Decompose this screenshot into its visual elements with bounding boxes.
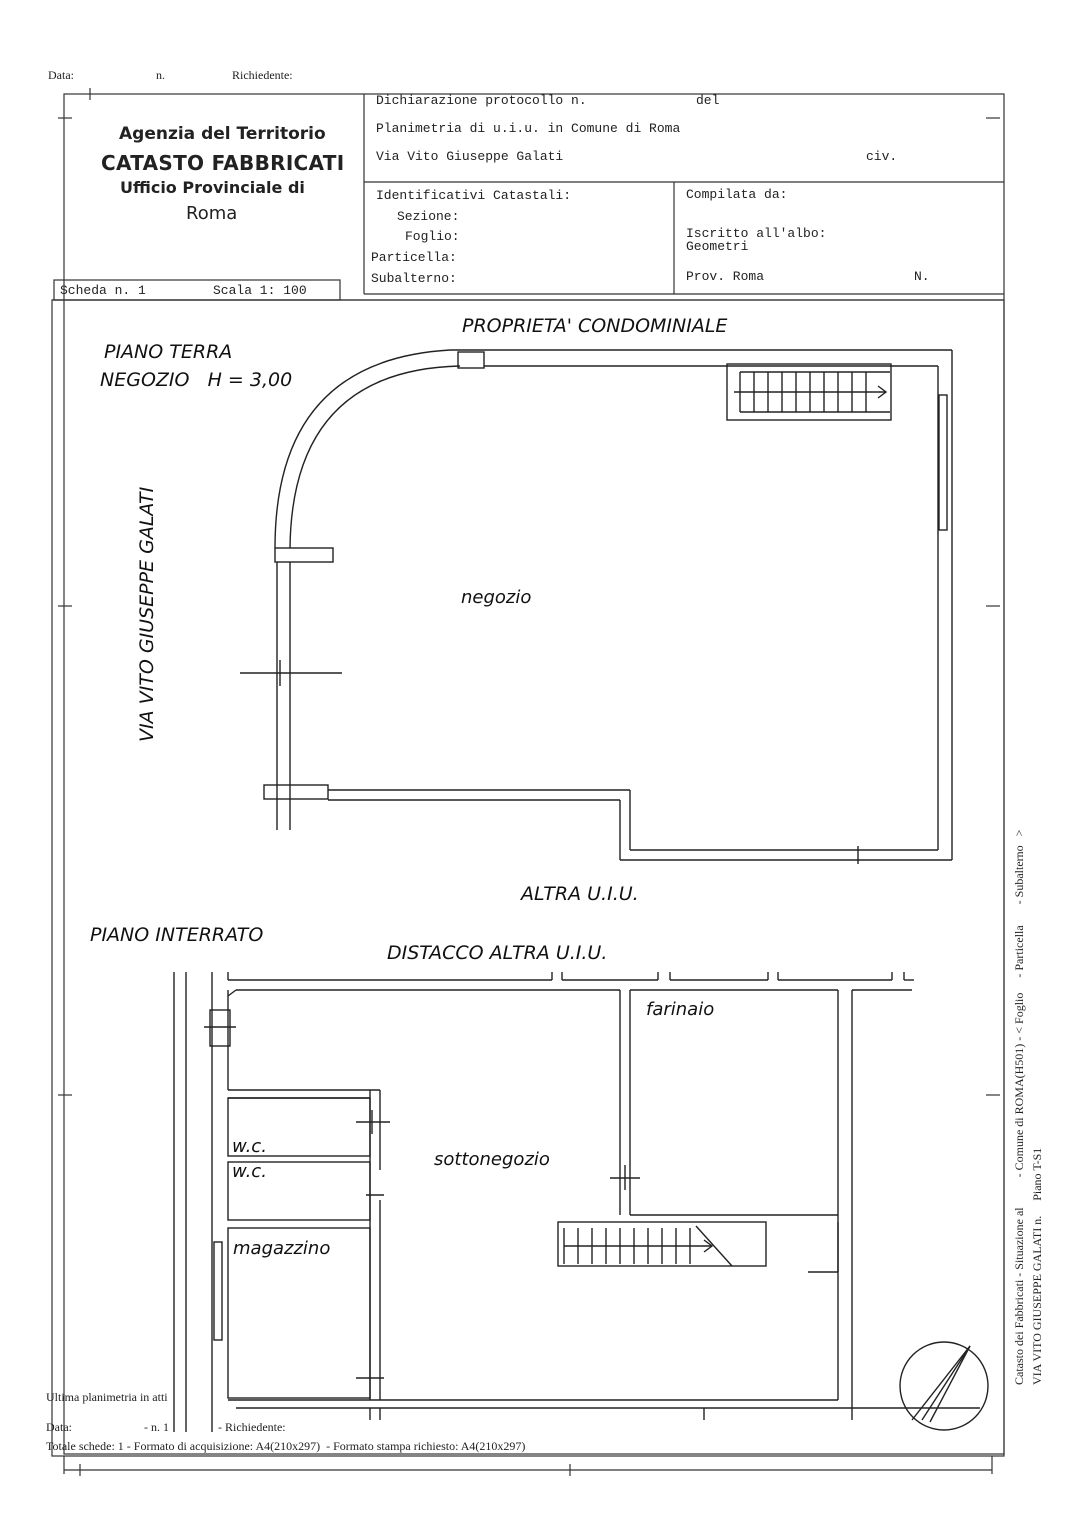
label-farinaio: farinaio (646, 999, 715, 1020)
footer-data: Data: (46, 1420, 72, 1434)
footer-n: - n. 1 (144, 1420, 169, 1434)
header-iscritto: Iscritto all'albo: (686, 226, 827, 241)
label-magazzino: magazzino (233, 1238, 331, 1259)
footer-totale-schede: Totale schede: 1 - Formato di acquisizio… (46, 1439, 526, 1453)
side-text-address: VIA VITO GIUSEPPE GALATI n. Piano T-S1 (1030, 1147, 1044, 1385)
scheda-number: Scheda n. 1 (60, 283, 146, 298)
label-wc-2: w.c. (232, 1161, 267, 1182)
label-street-name: VIA VITO GIUSEPPE GALATI (136, 486, 158, 742)
label-altra-uiu: ALTRA U.I.U. (521, 883, 639, 905)
header-foglio: Foglio: (405, 229, 460, 244)
agency-city: Roma (186, 203, 238, 224)
label-negozio: negozio (461, 587, 532, 608)
header-sezione: Sezione: (397, 209, 460, 224)
top-data-label: Data: (48, 68, 74, 82)
agency-name: Agenzia del Territorio (119, 124, 326, 144)
header-identificativi: Identificativi Catastali: (376, 188, 572, 203)
header-compilata: Compilata da: (686, 187, 788, 202)
header-subalterno: Subalterno: (371, 271, 457, 286)
label-sottonegozio: sottonegozio (434, 1149, 550, 1170)
header-particella: Particella: (371, 250, 457, 265)
label-wc-1: w.c. (232, 1136, 267, 1157)
label-piano-terra: PIANO TERRA (104, 341, 233, 363)
scheda-scale: Scala 1: 100 (213, 283, 307, 298)
footer-richiedente: - Richiedente: (218, 1420, 286, 1434)
footer-ultima-planimetria: Ultima planimetria in atti (46, 1390, 168, 1404)
agency-office: Ufficio Provinciale di (120, 178, 305, 197)
side-text-catasto: Catasto dei Fabbricati - Situazione al -… (1012, 829, 1026, 1385)
label-negozio-height: NEGOZIO H = 3,00 (100, 369, 293, 391)
header-prov: Prov. Roma (686, 269, 765, 284)
top-richiedente-label: Richiedente: (232, 68, 293, 82)
agency-catasto: CATASTO FABBRICATI (101, 151, 345, 175)
header-planimetria: Planimetria di u.i.u. in Comune di Roma (376, 121, 681, 136)
header-del: del (696, 93, 720, 108)
label-distacco: DISTACCO ALTRA U.I.U. (387, 942, 608, 964)
label-piano-interrato: PIANO INTERRATO (90, 924, 264, 946)
header-n: N. (914, 269, 930, 284)
top-n-label: n. (156, 68, 165, 82)
header-civ: civ. (866, 149, 898, 164)
header-dichiarazione: Dichiarazione protocollo n. (376, 93, 587, 108)
header-via: Via Vito Giuseppe Galati (376, 149, 564, 164)
header-albo: Geometri (686, 239, 749, 254)
label-proprieta-condominiale: PROPRIETA' CONDOMINIALE (462, 315, 728, 337)
